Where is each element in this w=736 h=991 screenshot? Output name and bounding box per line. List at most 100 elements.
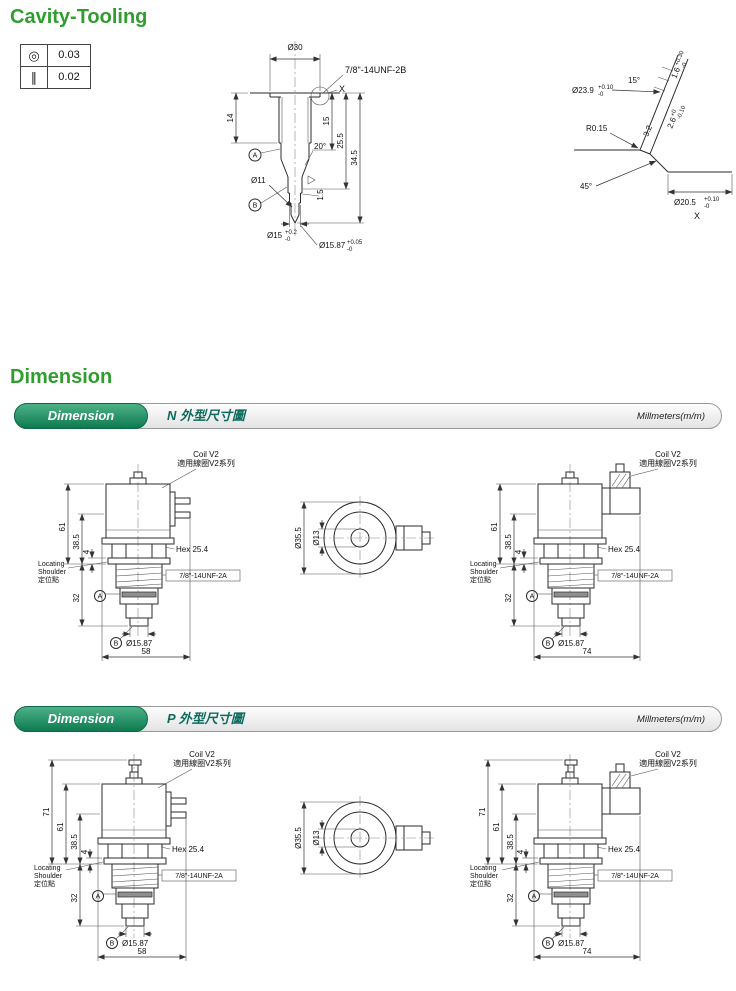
datum-b: B [546, 641, 551, 648]
dim-dia15-87: Ø15.87 [319, 241, 346, 250]
valve-dimensions: 71 61 38.5 4 32 Locating Shoulder 定位點 He… [470, 759, 673, 961]
dim-angle15: 15° [628, 76, 640, 85]
svg-text:-0.10: -0.10 [676, 105, 687, 121]
dim-width: 58 [142, 647, 151, 656]
dim-angle20: 20° [314, 142, 326, 151]
svg-text:Shoulder: Shoulder [38, 569, 67, 576]
valve-side-view-p-left: Coil V2 適用線圈V2系列 [34, 750, 237, 961]
svg-text:-0: -0 [704, 204, 710, 210]
svg-text:1.6: 1.6 [670, 66, 683, 80]
valve-outline [101, 464, 191, 638]
dim-25-5: 25.5 [336, 133, 345, 149]
dim-dia13: Ø13 [312, 830, 321, 846]
coil-dimensions: Ø35.5 Ø13 [294, 501, 360, 575]
dim-dia20-5: Ø20.5 [674, 198, 696, 207]
thread-spec-label: 7/8"-14UNF-2A [179, 573, 227, 580]
dim-angle45: 45° [580, 182, 592, 191]
datum-a: A [530, 594, 535, 601]
dim-1-5: 1.5 [316, 189, 325, 201]
svg-text:+0.05: +0.05 [347, 240, 363, 246]
tolerance-value: 0.03 [58, 49, 80, 61]
valve-side-view-n-right: Coil V2 適用線圈V2系列 [470, 450, 697, 661]
dim-4: 4 [82, 549, 91, 554]
svg-text:Coil V2: Coil V2 [189, 750, 215, 759]
datum-a: A [253, 153, 258, 160]
valve-dimensions: 61 38.5 4 32 Locating Shoulder 定位點 Hex 2… [38, 483, 241, 661]
detail-label-x: X [694, 211, 700, 221]
din-connector [601, 487, 641, 515]
section-banner-n: Dimension N 外型尺寸圖 Millmeters(m/m) [14, 403, 722, 429]
svg-text:Coil V2: Coil V2 [655, 450, 681, 459]
svg-text:適用線圈V2系列: 適用線圈V2系列 [639, 758, 697, 768]
dim-61: 61 [56, 822, 65, 831]
valve-side-view-n-left: Coil V2 適用線圈V2系列 [38, 450, 241, 661]
dim-4: 4 [80, 849, 89, 854]
svg-text:定位點: 定位點 [34, 879, 55, 888]
dim-4: 4 [514, 549, 523, 554]
tolerance-row: ◎ 0.03 [21, 45, 90, 67]
detail-ref-x: X [339, 84, 345, 94]
datum-b: B [114, 641, 119, 648]
svg-text:-0: -0 [598, 92, 604, 98]
locating-shoulder-label: Locating [34, 865, 61, 872]
svg-text:適用線圈V2系列: 適用線圈V2系列 [173, 758, 231, 768]
dim-dia35-5: Ø35.5 [294, 827, 303, 849]
coil-note: Coil V2 適用線圈V2系列 [630, 750, 697, 777]
svg-text:-0: -0 [681, 61, 689, 69]
svg-text:定位點: 定位點 [38, 575, 59, 584]
dim-61: 61 [492, 822, 501, 831]
svg-text:+0.10: +0.10 [598, 85, 614, 91]
datum-a: A [98, 594, 103, 601]
locating-shoulder-label: Locating [470, 561, 497, 568]
dim-32: 32 [506, 893, 515, 902]
svg-text:Coil V2: Coil V2 [193, 450, 219, 459]
thread-spec-label: 7/8"-14UNF-2A [175, 873, 223, 880]
dim-71: 71 [478, 807, 487, 816]
dim-width: 74 [583, 947, 592, 956]
din-connector [601, 787, 641, 815]
dim-width: 58 [138, 947, 147, 956]
dim-dia15-87: Ø15.87 [558, 939, 585, 948]
coil-outline [316, 796, 434, 880]
datum-b: B [253, 203, 258, 210]
dim-width: 74 [583, 647, 592, 656]
section-banner-p: Dimension P 外型尺寸圖 Millmeters(m/m) [14, 706, 722, 732]
dim-dia15: Ø15 [267, 231, 283, 240]
dim-dia15-87: Ø15.87 [558, 639, 585, 648]
svg-text:Coil V2: Coil V2 [655, 750, 681, 759]
thread-spec-label: 7/8"-14UNF-2A [611, 873, 659, 880]
dim-38-5: 38.5 [504, 534, 513, 550]
dim-38-5: 38.5 [70, 834, 79, 850]
locating-shoulder-label: Locating [470, 865, 497, 872]
datum-b: B [546, 941, 551, 948]
o-ring [117, 891, 153, 898]
dim-dia15-87: Ø15.87 [126, 639, 153, 648]
svg-text:適用線圈V2系列: 適用線圈V2系列 [177, 458, 235, 468]
dim-32: 32 [72, 593, 81, 602]
dim-dia35-5: Ø35.5 [294, 527, 303, 549]
detail-profile [574, 54, 732, 173]
dim-dia23-9: Ø23.9 [572, 86, 594, 95]
dim-4: 4 [516, 849, 525, 854]
concentricity-icon: ◎ [21, 45, 48, 66]
banner-title-n: N 外型尺寸圖 [167, 408, 246, 423]
cavity-tooling-title: Cavity-Tooling [10, 6, 148, 28]
dim-dia13: Ø13 [312, 530, 321, 546]
dim-thread-spec: 7/8"-14UNF-2B [345, 65, 406, 75]
svg-text:2.6: 2.6 [666, 116, 679, 130]
detail-x-drawing: Ø23.9 +0.10 -0 15° 1.6 +0.30 -0 R0.15 3.… [572, 50, 733, 221]
valve-outline [533, 754, 641, 938]
svg-text:適用線圈V2系列: 適用線圈V2系列 [639, 458, 697, 468]
manual-override [564, 759, 578, 766]
datum-b: B [110, 941, 115, 948]
tolerance-table: ◎ 0.03 ∥ 0.02 [20, 44, 91, 89]
svg-text:+0.2: +0.2 [285, 230, 298, 236]
coil-outline [316, 496, 434, 580]
detail-dimensions: Ø23.9 +0.10 -0 15° 1.6 +0.30 -0 R0.15 3.… [572, 50, 733, 221]
dim-61: 61 [58, 522, 67, 531]
dim-71: 71 [42, 807, 51, 816]
hex-label: Hex 25.4 [172, 845, 205, 854]
manual-override [128, 759, 142, 766]
svg-text:3.2: 3.2 [642, 124, 655, 138]
